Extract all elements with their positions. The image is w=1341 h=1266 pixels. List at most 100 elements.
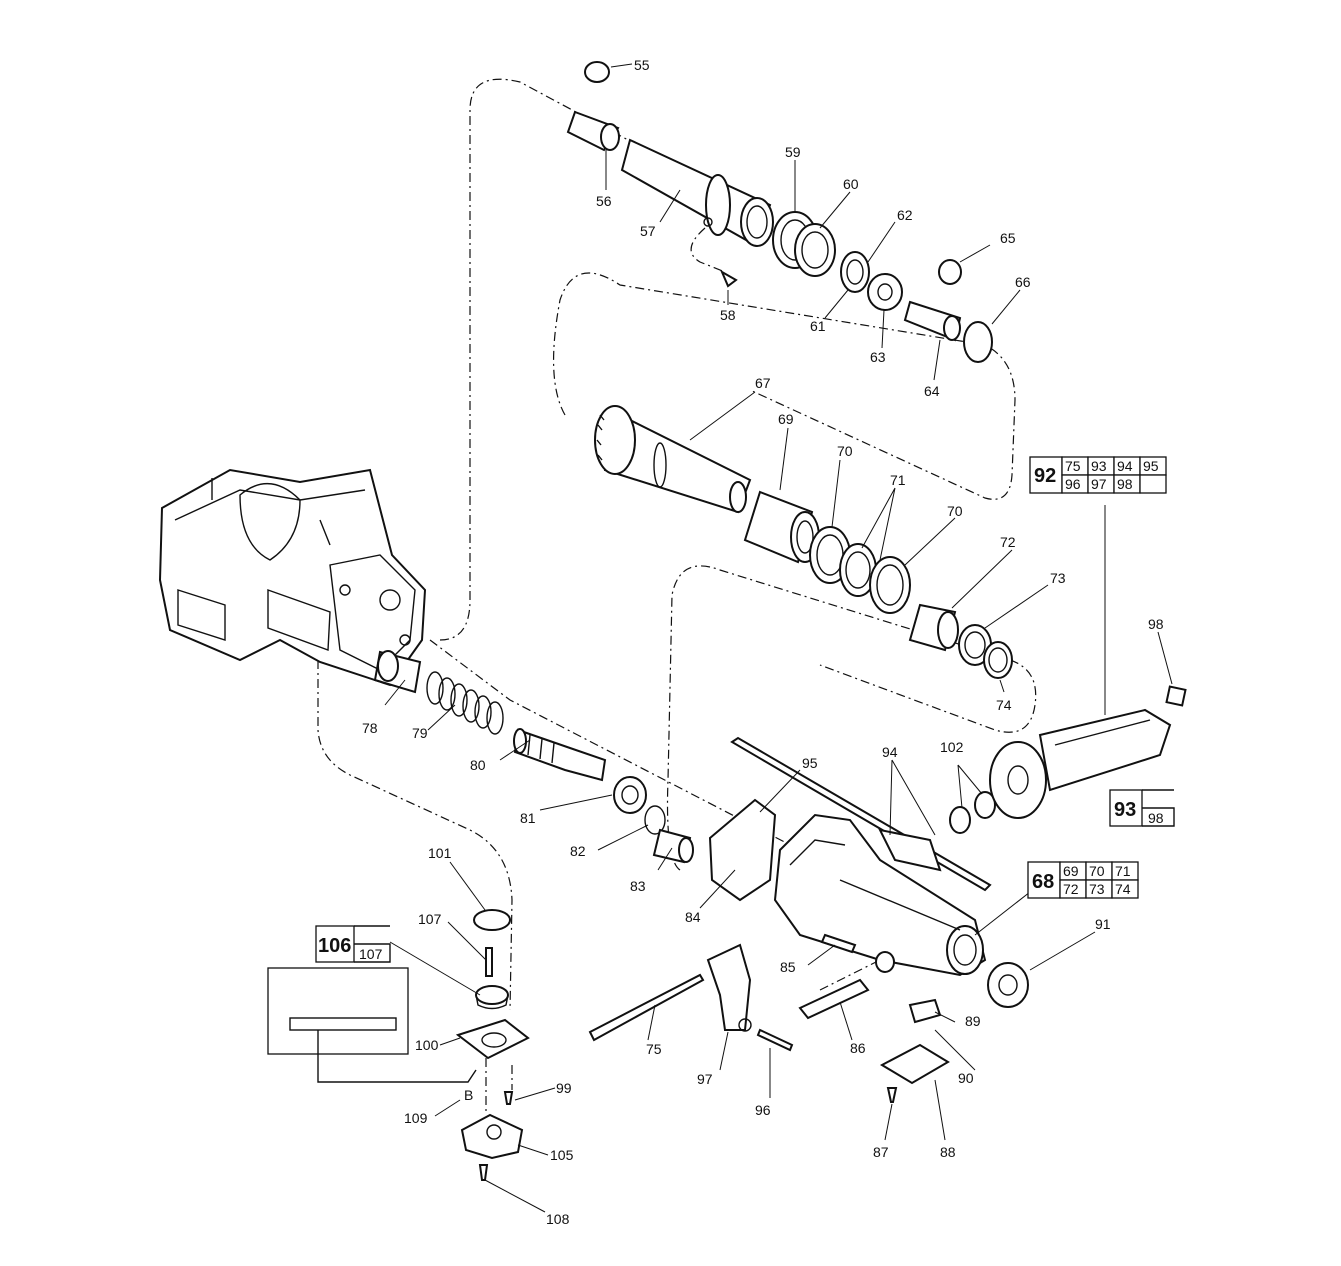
part-58-screw bbox=[719, 269, 738, 288]
callout-84: 84 bbox=[685, 909, 701, 925]
part-63-washer bbox=[867, 273, 903, 311]
part-75-long-bolt bbox=[588, 973, 705, 1042]
kit-box-106: 106 107 bbox=[315, 925, 391, 963]
callout-56: 56 bbox=[596, 193, 612, 209]
part-97-clamp bbox=[706, 943, 752, 1032]
group-outline-left bbox=[317, 660, 513, 1011]
callout-102: 102 bbox=[940, 739, 964, 755]
part-99-screw bbox=[503, 1091, 514, 1105]
callout-82: 82 bbox=[570, 843, 586, 859]
callout-86: 86 bbox=[850, 1040, 866, 1056]
callout-75: 75 bbox=[646, 1041, 662, 1057]
kit-box-92: 92 75 93 94 95 96 97 98 bbox=[1029, 456, 1167, 494]
detail-inset bbox=[267, 967, 477, 1083]
part-83-pinion bbox=[652, 828, 694, 864]
callout-99: 99 bbox=[556, 1080, 572, 1096]
part-101-o-ring bbox=[473, 909, 511, 931]
part-70-ring-b bbox=[869, 556, 911, 614]
callout-79: 79 bbox=[412, 725, 428, 741]
callout-80: 80 bbox=[470, 757, 486, 773]
callout-89: 89 bbox=[965, 1013, 981, 1029]
part-85-screw bbox=[820, 933, 857, 954]
kit-68-cell: 73 bbox=[1089, 881, 1105, 897]
kit-92-cell: 95 bbox=[1143, 458, 1159, 474]
part-96-pin bbox=[756, 1028, 794, 1052]
callout-101: 101 bbox=[428, 845, 452, 861]
callout-91: 91 bbox=[1095, 916, 1111, 932]
callout-59: 59 bbox=[785, 144, 801, 160]
kit-93-sub: 98 bbox=[1148, 810, 1164, 826]
callout-73: 73 bbox=[1050, 570, 1066, 586]
callout-81: 81 bbox=[520, 810, 536, 826]
part-61-62-bearing bbox=[840, 251, 870, 293]
callout-109: 109 bbox=[404, 1110, 428, 1126]
callout-65: 65 bbox=[1000, 230, 1016, 246]
part-79-spring bbox=[426, 671, 504, 735]
callout-67: 67 bbox=[755, 375, 771, 391]
kit-92-cell: 94 bbox=[1117, 458, 1133, 474]
callout-95: 95 bbox=[802, 755, 818, 771]
kit-92-cell: 98 bbox=[1117, 476, 1133, 492]
part-86-plunger bbox=[798, 951, 895, 1020]
leader-lines bbox=[384, 63, 1173, 1213]
part-106-button bbox=[475, 985, 509, 1010]
callout-57: 57 bbox=[640, 223, 656, 239]
part-74-ring bbox=[983, 641, 1013, 679]
kit-68-cell: 71 bbox=[1115, 863, 1131, 879]
kit-box-68: 68 69 70 71 72 73 74 bbox=[1027, 861, 1139, 899]
part-60-ring bbox=[794, 223, 836, 277]
part-56-sleeve bbox=[566, 110, 620, 152]
callout-100: 100 bbox=[415, 1037, 439, 1053]
callout-94: 94 bbox=[882, 744, 898, 760]
part-66-o-ring bbox=[963, 321, 993, 363]
callout-90: 90 bbox=[958, 1070, 974, 1086]
part-94-bracket bbox=[878, 828, 942, 872]
part-67-gear-shaft bbox=[594, 405, 752, 514]
part-82-retaining-ring bbox=[644, 805, 666, 835]
callout-108: 108 bbox=[546, 1211, 570, 1227]
kit-106-sub: 107 bbox=[359, 946, 383, 962]
callout-98: 98 bbox=[1148, 616, 1164, 632]
part-100-base-plate bbox=[455, 1018, 530, 1060]
guide-dash-motor bbox=[429, 639, 801, 851]
kit-92-cell: 75 bbox=[1065, 458, 1081, 474]
gear-housing bbox=[158, 468, 427, 687]
callout-87: 87 bbox=[873, 1144, 889, 1160]
kit-68-cell: 70 bbox=[1089, 863, 1105, 879]
callout-72: 72 bbox=[1000, 534, 1016, 550]
callout-B: B bbox=[464, 1087, 473, 1103]
part-57-guide-tube bbox=[620, 138, 774, 247]
part-107-pin bbox=[485, 947, 493, 977]
group-outline-lower bbox=[666, 565, 1037, 871]
group-outline-middle bbox=[552, 272, 1016, 500]
part-65-o-ring bbox=[938, 259, 962, 285]
part-80-spindle bbox=[513, 728, 607, 782]
part-81-ball-bearing bbox=[613, 776, 647, 814]
callout-83: 83 bbox=[630, 878, 646, 894]
kit-68-cell: 69 bbox=[1063, 863, 1079, 879]
front-housing bbox=[773, 813, 987, 977]
part-69-needle-bearing bbox=[743, 490, 820, 564]
callout-labels: 55 56 57 58 59 60 61 62 63 64 65 66 67 6… bbox=[362, 57, 1164, 1227]
guide-dash-58 bbox=[690, 227, 726, 273]
part-98-square-nut bbox=[1165, 685, 1187, 707]
part-64-shaft bbox=[903, 300, 962, 342]
kit-93-main: 93 bbox=[1114, 799, 1136, 821]
part-78-spline-shaft bbox=[373, 650, 422, 694]
part-84-gasket bbox=[708, 798, 777, 902]
part-93-side-handle bbox=[989, 708, 1172, 819]
group-outline-upper bbox=[439, 78, 761, 641]
kit-box-93: 93 98 bbox=[1109, 789, 1175, 827]
callout-55: 55 bbox=[634, 57, 650, 73]
callout-74: 74 bbox=[996, 697, 1012, 713]
part-105-selector bbox=[460, 1113, 524, 1160]
kit-106-main: 106 bbox=[318, 935, 351, 957]
part-108-screw bbox=[478, 1164, 489, 1181]
callout-96: 96 bbox=[755, 1102, 771, 1118]
part-55-o-ring bbox=[584, 61, 610, 83]
callout-78: 78 bbox=[362, 720, 378, 736]
callout-97: 97 bbox=[697, 1071, 713, 1087]
callout-70a: 70 bbox=[837, 443, 853, 459]
kit-92-cell: 96 bbox=[1065, 476, 1081, 492]
